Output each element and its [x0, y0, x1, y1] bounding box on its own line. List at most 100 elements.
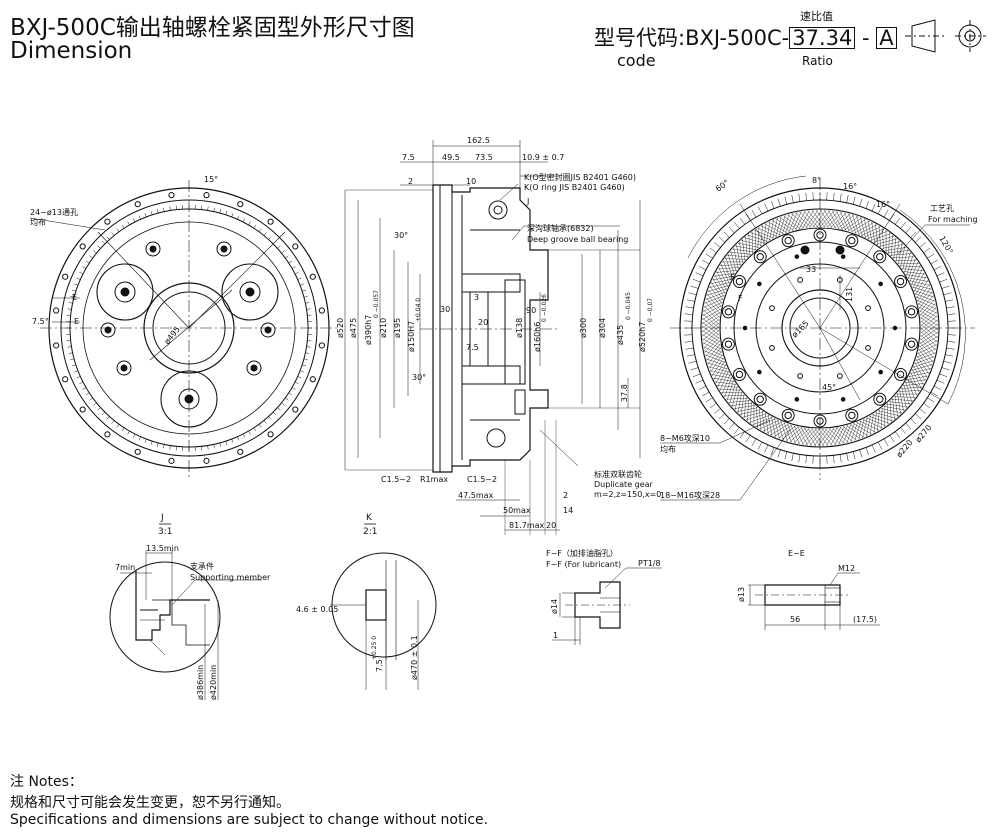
gear-tooth [303, 358, 308, 361]
rear-tooth-ring [684, 192, 956, 464]
gear-tooth [138, 215, 141, 220]
rear-tooth [946, 347, 955, 350]
gear-tooth [71, 364, 76, 367]
sec-d-10-9: 10.9 ± 0.7 [522, 153, 564, 162]
hatch-line [712, 275, 734, 281]
gear-tooth [248, 221, 251, 226]
hatch-line [766, 221, 771, 243]
hatch-line [714, 381, 737, 385]
sec-d37-8: 37.8 [620, 384, 629, 402]
hatch-line [869, 413, 874, 435]
hatch-line [920, 331, 937, 347]
gear-tooth [305, 352, 310, 354]
hatch-line [717, 367, 728, 388]
hatch-line [906, 255, 914, 276]
hatch-line [920, 334, 937, 351]
hatch-line [920, 299, 935, 316]
sec-dia435: ø435 [616, 325, 625, 345]
rear-tooth [839, 193, 842, 202]
hatch-line [708, 350, 722, 369]
hatch-line [877, 409, 880, 432]
rear-tooth [718, 413, 726, 420]
hatch-line [860, 217, 866, 238]
rear-tooth [758, 441, 763, 450]
notes-cn: 规格和尺寸可能会发生变更，恕不另行通知。 [10, 795, 290, 811]
hatch-line [830, 212, 847, 228]
rear-tooth [914, 236, 922, 243]
hatch-line [813, 428, 828, 446]
ratio-box: 37.34 [789, 27, 856, 49]
dj-d13-5: 13.5min [146, 544, 179, 553]
hatch-line [756, 406, 758, 429]
hatch-line [888, 232, 890, 254]
hatch-line [742, 239, 746, 261]
rv-a8: 8° [812, 176, 821, 185]
hatch-line [908, 372, 930, 377]
rear-tooth [692, 373, 701, 377]
hatch-line [702, 342, 723, 353]
gear-tooth [291, 387, 296, 390]
hatch-line [736, 407, 758, 412]
hatch-line [912, 360, 934, 368]
hatch-line [747, 399, 749, 421]
hatch-line [878, 410, 900, 416]
hatch-line [715, 270, 738, 273]
hatch-line [893, 237, 897, 259]
gear-tooth [121, 224, 125, 229]
gear-tooth [68, 352, 73, 354]
gear-tooth [305, 302, 310, 304]
hatch-line [844, 212, 853, 233]
gear-tooth [268, 416, 272, 420]
hatch-line [889, 400, 892, 423]
hatch-line [801, 428, 817, 445]
hatch-line [856, 215, 863, 237]
rear-tooth [798, 454, 801, 463]
m6-hole [757, 369, 762, 375]
hatch-line [703, 329, 720, 345]
detail-j [109, 523, 262, 700]
gear-tooth [288, 392, 293, 396]
bolt-hole [267, 218, 274, 225]
rear-tooth [852, 196, 856, 205]
dj-support-cn: 支承件 [190, 561, 214, 571]
hatch-line [839, 426, 857, 441]
gear-tooth [294, 271, 299, 275]
hatch-line [828, 210, 840, 229]
rear-hole [721, 337, 735, 351]
sec-d-49-5: 49.5 [442, 153, 460, 162]
hatch-line [774, 418, 780, 439]
gear-tooth [231, 213, 234, 217]
hatch-line [905, 381, 913, 403]
rear-tooth [883, 438, 889, 446]
hatch-line [878, 225, 881, 248]
page-title-en: Dimension [10, 38, 133, 64]
ratio-label-en: Ratio [802, 54, 833, 68]
hatch-line [719, 370, 729, 391]
hatch-line [778, 215, 786, 236]
gear-tooth [163, 444, 165, 449]
hatch-line [747, 234, 768, 242]
gear-tooth [306, 308, 311, 310]
hatch-line [750, 402, 752, 424]
hatch-line [834, 425, 845, 446]
gear-tooth [150, 210, 153, 215]
rear-tooth [923, 403, 931, 409]
gear-tooth [231, 439, 234, 443]
rear-tooth [784, 451, 788, 460]
section-view [344, 140, 641, 535]
hatch-line [882, 244, 904, 249]
hatch-line [702, 308, 721, 320]
hatch-line [702, 321, 720, 336]
rv-m16: 18−M16攻深28 [660, 490, 720, 500]
dj-support-en: Supporting member [190, 573, 271, 582]
sec-d81-7: 81.7max [509, 521, 545, 530]
rear-tooth [933, 385, 942, 390]
hatch-line [895, 240, 900, 262]
rv-craft-cn: 工艺孔 [930, 204, 954, 213]
gear-tooth [67, 346, 72, 348]
sec-d30: 30 [440, 305, 450, 314]
rear-hole-core [876, 395, 884, 403]
hatch-line [724, 258, 746, 260]
hatch-line [847, 219, 866, 232]
dff-title-cn: F−F（加排油脂孔） [546, 548, 618, 558]
